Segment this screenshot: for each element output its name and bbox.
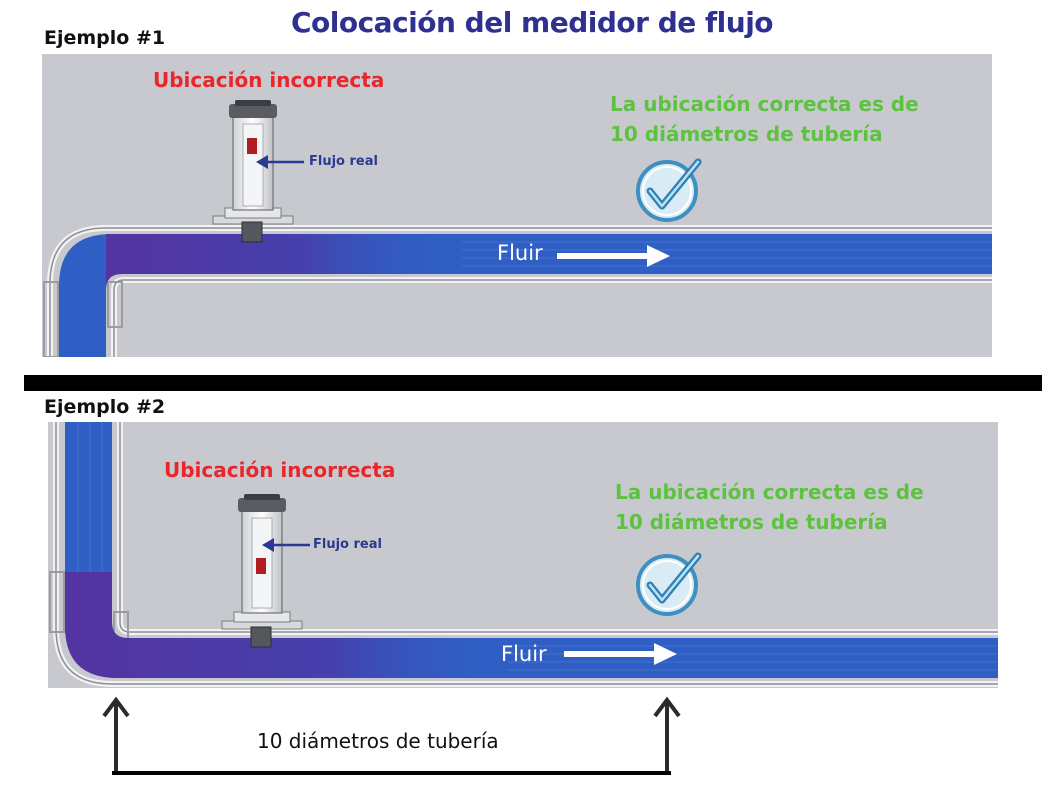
incorrect-location-label: Ubicación incorrecta xyxy=(164,458,396,482)
real-flow-label: Flujo real xyxy=(309,154,378,169)
flow-meter-icon xyxy=(221,494,303,648)
example-2-label: Ejemplo #2 xyxy=(44,396,166,418)
example-1-panel: Ubicación incorrecta Flujo real La ubica… xyxy=(42,54,992,357)
arrow-left-icon xyxy=(256,155,304,169)
example-2-pipe-diagram xyxy=(49,422,998,687)
turbulence-zone xyxy=(106,234,462,290)
correct-location-line-2: 10 diámetros de tubería xyxy=(615,510,888,534)
pipe-wall-inner xyxy=(119,422,998,633)
flow-meter-icon xyxy=(212,100,294,243)
flow-label: Fluir xyxy=(497,241,543,265)
page-title: Colocación del medidor de flujo xyxy=(290,6,774,39)
correct-location-line-2: 10 diámetros de tubería xyxy=(610,122,883,146)
check-icon xyxy=(636,158,702,222)
arrow-up-icon xyxy=(653,696,681,772)
example-1-label: Ejemplo #1 xyxy=(44,27,166,49)
arrow-left-icon xyxy=(262,538,310,552)
measurement-diagram xyxy=(102,696,681,775)
measurement-label: 10 diámetros de tubería xyxy=(257,729,499,753)
incorrect-location-label: Ubicación incorrecta xyxy=(153,68,385,92)
section-divider xyxy=(24,375,1042,391)
correct-location-line-1: La ubicación correcta es de xyxy=(610,92,919,116)
real-flow-label: Flujo real xyxy=(313,537,382,552)
check-icon xyxy=(636,552,702,616)
flow-label: Fluir xyxy=(501,642,547,666)
arrow-up-icon xyxy=(102,696,130,772)
correct-location-line-1: La ubicación correcta es de xyxy=(615,480,924,504)
pipe-wall-inner xyxy=(111,277,992,357)
arrow-right-icon xyxy=(564,643,677,665)
turbulence-zone xyxy=(65,572,508,678)
example-1-pipe-diagram xyxy=(43,100,992,357)
example-2-panel: Ubicación incorrecta Flujo real La ubica… xyxy=(48,422,998,688)
arrow-right-icon xyxy=(557,245,670,267)
